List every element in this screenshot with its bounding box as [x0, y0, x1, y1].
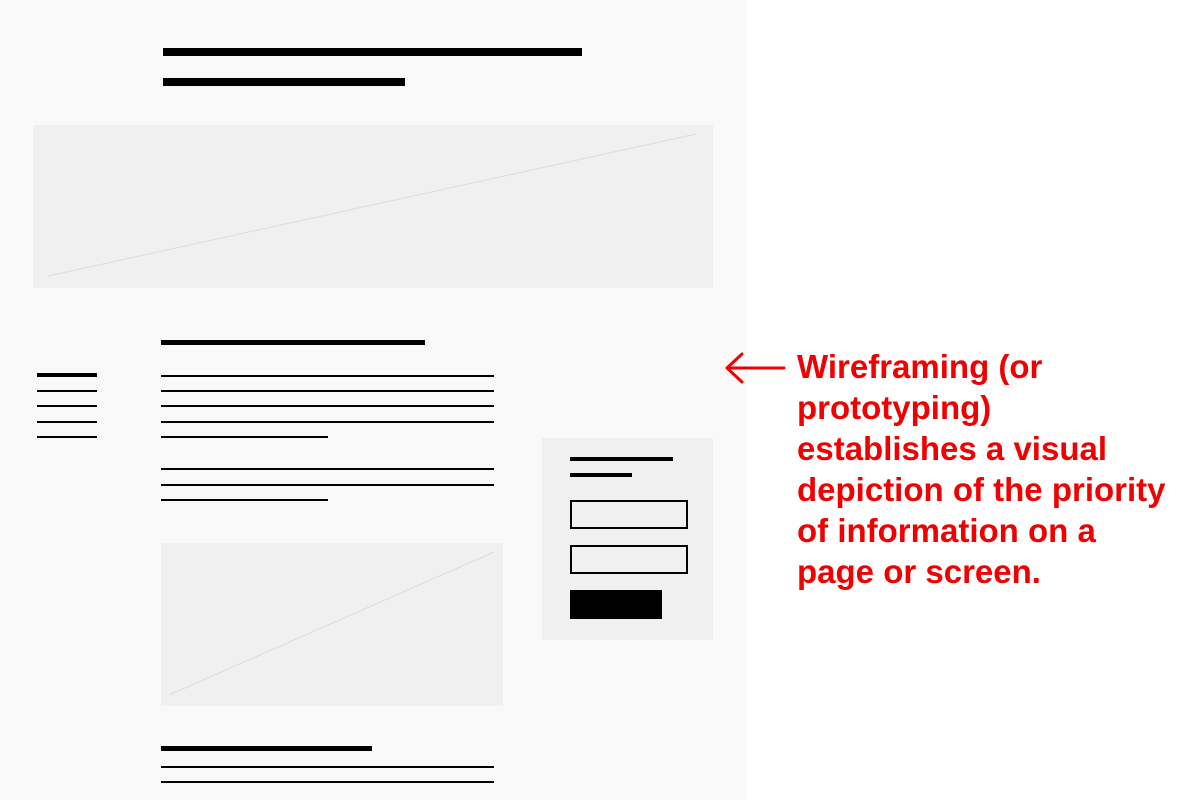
signup-form-box	[542, 438, 713, 640]
header-title-bar	[163, 48, 582, 56]
text-line	[161, 405, 494, 407]
left-arrow-icon	[725, 352, 786, 384]
placeholder-diagonal	[168, 551, 495, 696]
form-subtitle-bar	[570, 473, 632, 477]
section-heading-bar	[161, 340, 425, 345]
nav-menu-item	[37, 436, 97, 438]
text-line	[161, 375, 494, 377]
text-line	[161, 781, 494, 783]
text-line	[161, 484, 494, 486]
form-input-field[interactable]	[570, 500, 688, 529]
wireframe-panel	[33, 48, 713, 783]
text-line	[161, 468, 494, 470]
text-line	[161, 436, 328, 438]
nav-menu-item	[37, 421, 97, 423]
form-submit-button[interactable]	[570, 590, 662, 619]
hero-image-placeholder	[33, 125, 713, 288]
nav-menu-item	[37, 405, 97, 407]
nav-menu-item	[37, 390, 97, 392]
form-title-bar	[570, 457, 673, 461]
text-line	[161, 390, 494, 392]
annotation-text: Wireframing (or prototyping) establishes…	[797, 348, 1166, 590]
text-line	[161, 421, 494, 423]
header-subtitle-bar	[163, 78, 405, 86]
content-image-placeholder	[161, 543, 503, 706]
placeholder-diagonal	[47, 133, 697, 277]
nav-menu-heading	[37, 373, 97, 377]
subsection-heading-bar	[161, 746, 372, 751]
text-line	[161, 499, 328, 501]
form-input-field[interactable]	[570, 545, 688, 574]
text-line	[161, 766, 494, 768]
